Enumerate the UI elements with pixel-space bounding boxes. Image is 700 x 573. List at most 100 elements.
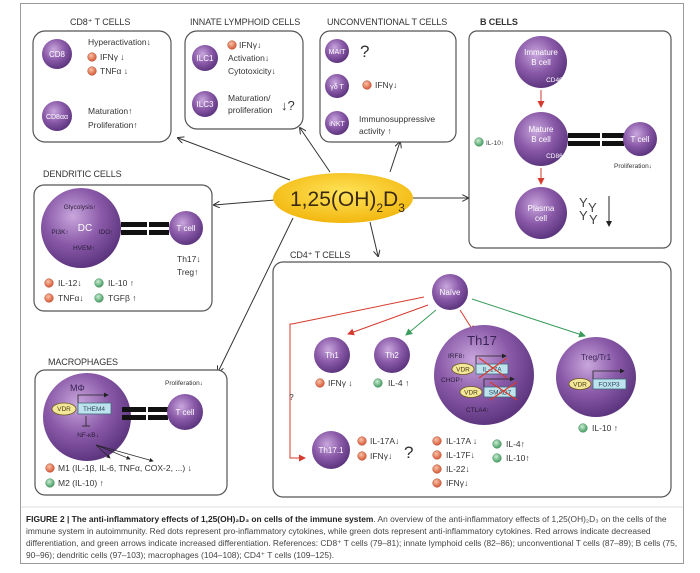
synapse-bars [121, 222, 169, 235]
dendritic-title: DENDRITIC CELLS [43, 169, 122, 179]
caption-label: FIGURE 2 | The anti-inflammatory effects… [26, 514, 374, 524]
cell-ilc3-label: ILC3 [197, 100, 214, 109]
anti-inflammatory-dot [474, 137, 484, 147]
cytokine-label: IFNγ ↓ [328, 378, 353, 388]
pro-inflammatory-dot [432, 464, 442, 474]
pro-inflammatory-dot [362, 80, 372, 90]
anti-inflammatory-dot [578, 423, 588, 433]
pro-inflammatory-dot [44, 293, 54, 303]
cell-cd8aa-label: CD8αα [46, 114, 68, 121]
anti-inflammatory-dot [492, 453, 502, 463]
cytokine-label: IL-12↓ [58, 278, 82, 288]
arrow-to-macrophages [218, 217, 294, 372]
arrow-to-cd8 [178, 138, 291, 181]
cytokine-label: IFNγ↓ [446, 478, 468, 488]
vdr-receptor [51, 402, 77, 416]
svg-text:Y: Y [588, 200, 597, 215]
anti-inflammatory-dot [94, 293, 104, 303]
transcription-arrow [475, 353, 507, 364]
caption-body: . An overview of the anti-inflammatory e… [26, 514, 678, 560]
pro-inflammatory-dot [87, 52, 97, 62]
cell-ilc1 [192, 45, 218, 71]
cytokine-label: IFNγ↓ [370, 451, 392, 461]
cytokine-label: IL-10↑ [486, 140, 504, 147]
tcell-label: T cell [631, 135, 650, 144]
immature-b-label: B cell [531, 58, 551, 67]
cell-ilc3 [192, 91, 218, 117]
synapse-bars [568, 133, 624, 146]
th171-label: Th17.1 [319, 446, 344, 455]
vdr-receptor [459, 386, 483, 398]
cell-cd8aa [42, 101, 72, 131]
cytokine-label: IL-10↑ [506, 453, 530, 463]
green-arrow-th2 [405, 309, 437, 336]
cytokine-label: IL-10 ↑ [592, 423, 618, 433]
arrow-to-unconventional [389, 142, 400, 173]
cross-out [478, 357, 508, 379]
nfkb-label: NF-κB↓ [77, 432, 99, 439]
cytokine-label: IFNγ↓ [239, 40, 261, 50]
cell-cd8-label: CD8 [49, 50, 66, 59]
unconventional-title: UNCONVENTIONAL T CELLS [327, 17, 447, 27]
cell-th171 [312, 431, 350, 469]
th171-question: ? [289, 392, 294, 402]
th1-label: Th1 [325, 351, 339, 360]
ilc1-effect: Cytotoxicity↓ [228, 66, 276, 76]
treg-label: Treg/Tr1 [581, 353, 612, 362]
red-arrow-th171 [291, 296, 425, 325]
anti-inflammatory-dot [373, 378, 383, 388]
gene-box-foxp3 [592, 378, 627, 390]
arrow [95, 444, 111, 459]
figure-caption: FIGURE 2 | The anti-inflammatory effects… [26, 513, 678, 561]
arrow-to-ilc [300, 128, 331, 173]
cell-ilc1-label: ILC1 [197, 54, 214, 63]
gene-box-them4 [77, 402, 112, 415]
inkt-effect: Immunosuppressive [359, 114, 435, 124]
cell-mait-label: MAIT [329, 49, 346, 56]
cell-plasma [515, 187, 567, 239]
ctla4-label: CTLA4↑ [466, 407, 489, 414]
vdr-receptor [568, 378, 592, 390]
naive-label: Naïve [440, 288, 461, 297]
svg-text:Y: Y [589, 212, 598, 227]
cytokine-label: TNFα ↓ [100, 66, 128, 76]
vitamin-d-ellipse [273, 173, 413, 223]
glycolysis-label: Glycolysis↑ [64, 204, 97, 211]
th2-label: Th2 [385, 351, 399, 360]
cell-immature-b [515, 36, 567, 88]
ilc3-effect: Maturation/ [228, 93, 271, 103]
arrow [95, 444, 131, 460]
pro-inflammatory-dot [432, 436, 442, 446]
mature-b-label: Mature [529, 125, 554, 134]
cytokine-label: IL-17F↓ [446, 450, 475, 460]
pro-inflammatory-dot [87, 66, 97, 76]
pro-inflammatory-dot [432, 450, 442, 460]
macrophage-label: MΦ [70, 383, 85, 393]
ilc3-mark: ↓? [281, 98, 295, 113]
cd8aa-effect: Proliferation↑ [88, 120, 138, 130]
cd8-effect: Hyperactivation↓ [88, 37, 151, 47]
cd8-panel: CD8⁺ T CELLS CD8 Hyperactivation↓ IFNγ ↓… [32, 17, 172, 143]
arrow [95, 444, 154, 463]
macrophages-title: MACROPHAGES [48, 357, 118, 367]
cytokine-label: IL-22↓ [446, 464, 470, 474]
cytokine-label: IL-17A↓ [370, 436, 399, 446]
mature-b-label: B cell [531, 135, 551, 144]
anti-inflammatory-dot [94, 278, 104, 288]
dc-label: DC [78, 223, 92, 234]
th17-effect: Th17↓ [177, 254, 201, 264]
cytokine-label: TGFβ ↑ [108, 293, 137, 303]
cross-out [489, 381, 518, 401]
cell-t-dc [169, 211, 203, 245]
chop-label: CHOP↑ [441, 377, 463, 384]
dendritic-panel: DENDRITIC CELLS DC Glycolysis↑ PI3K↑ IDO… [33, 169, 213, 312]
pro-inflammatory-dot [357, 451, 367, 461]
cytokine-label: IL-4 ↑ [388, 378, 409, 388]
center-arrows [178, 128, 468, 372]
synapse-bars [122, 407, 168, 420]
cytokine-label: IL-4↑ [506, 439, 525, 449]
vdr-label: VDR [573, 382, 587, 389]
cd4-title: CD4⁺ T CELLS [290, 250, 350, 260]
cell-mature-b [514, 112, 568, 166]
cell-cd8 [42, 39, 72, 69]
